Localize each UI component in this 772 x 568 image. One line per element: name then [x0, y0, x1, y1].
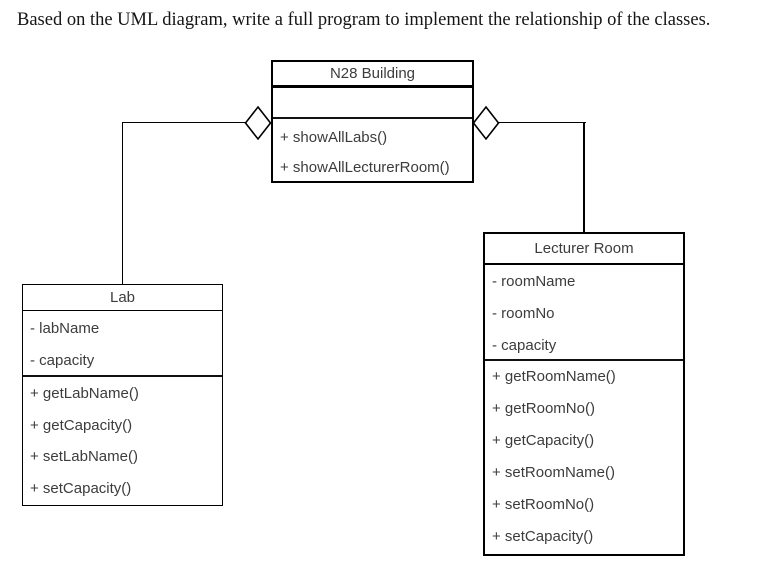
method-item: + setRoomName()	[492, 464, 615, 481]
class-box-lecturer-room: Lecturer Room - roomName - roomNo - capa…	[483, 232, 685, 556]
method-item: + getCapacity()	[30, 416, 133, 434]
class-title: Lab	[23, 285, 222, 311]
method-item: + setLabName()	[30, 448, 138, 465]
method-item: + setCapacity()	[30, 479, 132, 497]
attribute-item: - roomNo	[492, 305, 555, 322]
aggregation-line-lab-vertical	[121, 122, 123, 285]
aggregation-diamond-icon	[472, 105, 500, 146]
class-box-n28-building: N28 Building + showAllLabs() + showAllLe…	[271, 60, 474, 183]
aggregation-line-lecturer-vertical	[583, 122, 585, 233]
method-item: + getRoomNo()	[492, 400, 595, 417]
attribute-item: - capacity	[30, 352, 95, 369]
class-box-lab: Lab - labName - capacity + getLabName() …	[22, 284, 223, 506]
instruction-text: Based on the UML diagram, write a full p…	[17, 10, 711, 30]
aggregation-diamond-icon	[244, 105, 272, 146]
method-item: + getCapacity()	[492, 432, 595, 449]
method-item: + setCapacity()	[492, 528, 594, 545]
method-item: + showAllLecturerRoom()	[280, 159, 450, 176]
attributes-compartment: - roomName - roomNo - capacity	[485, 265, 683, 361]
attributes-compartment: - labName - capacity	[23, 311, 222, 377]
method-item: + setRoomNo()	[492, 496, 595, 513]
attribute-item: - capacity	[492, 337, 557, 354]
methods-compartment: + getLabName() + getCapacity() + setLabN…	[23, 377, 222, 504]
method-item: + getLabName()	[30, 385, 139, 402]
aggregation-line-lab-horizontal	[122, 121, 246, 123]
attribute-item: - labName	[30, 320, 100, 337]
method-item: + showAllLabs()	[280, 129, 388, 146]
class-title: Lecturer Room	[485, 234, 683, 265]
methods-compartment: + getRoomName() + getRoomNo() + getCapac…	[485, 361, 683, 553]
aggregation-line-lecturer-horizontal	[498, 121, 586, 123]
attributes-compartment	[273, 88, 472, 119]
class-title: N28 Building	[273, 62, 472, 88]
methods-compartment: + showAllLabs() + showAllLecturerRoom()	[273, 119, 472, 183]
attribute-item: - roomName	[492, 273, 576, 290]
method-item: + getRoomName()	[492, 368, 616, 385]
